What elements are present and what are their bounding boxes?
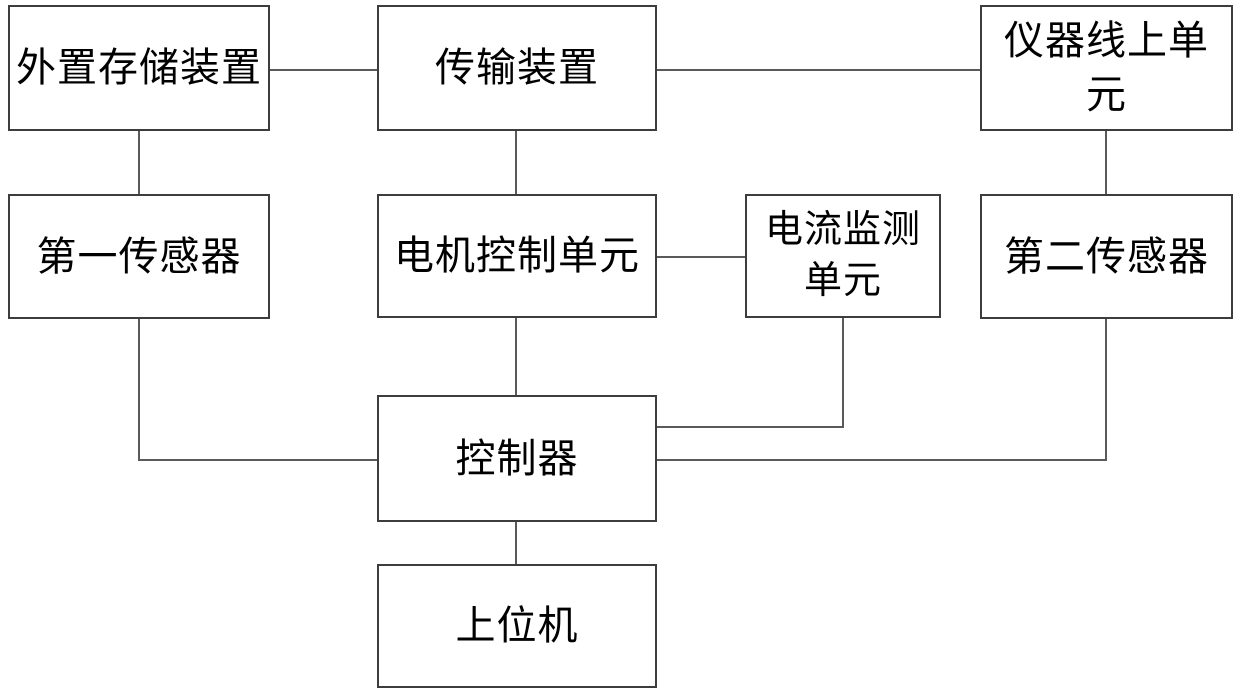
node-label: 电流监测 单元 bbox=[764, 208, 921, 302]
node-motor-control-unit: 电机控制单元 bbox=[377, 194, 657, 318]
connector-current-monitor-controller bbox=[657, 318, 844, 428]
node-label: 传输装置 bbox=[435, 46, 599, 90]
node-first-sensor: 第一传感器 bbox=[8, 194, 270, 319]
node-label: 第一传感器 bbox=[36, 234, 242, 279]
node-label: 电机控制单元 bbox=[394, 234, 640, 278]
node-label: 上位机 bbox=[455, 604, 579, 648]
node-label: 第二传感器 bbox=[1004, 234, 1209, 279]
node-controller: 控制器 bbox=[377, 395, 657, 522]
node-instrument-online-unit: 仪器线上单 元 bbox=[980, 5, 1233, 131]
node-label: 外置存储装置 bbox=[16, 46, 262, 90]
node-current-monitoring-unit: 电流监测 单元 bbox=[745, 194, 941, 318]
connector-second-sensor-controller bbox=[657, 319, 1107, 461]
node-label: 控制器 bbox=[455, 436, 579, 481]
node-label: 仪器线上单 元 bbox=[1004, 19, 1209, 117]
connector-first-sensor-controller bbox=[138, 319, 377, 461]
node-transmission-device: 传输装置 bbox=[377, 5, 657, 131]
node-external-storage-device: 外置存储装置 bbox=[8, 5, 270, 131]
node-host-computer: 上位机 bbox=[377, 564, 657, 688]
node-second-sensor: 第二传感器 bbox=[980, 194, 1233, 319]
